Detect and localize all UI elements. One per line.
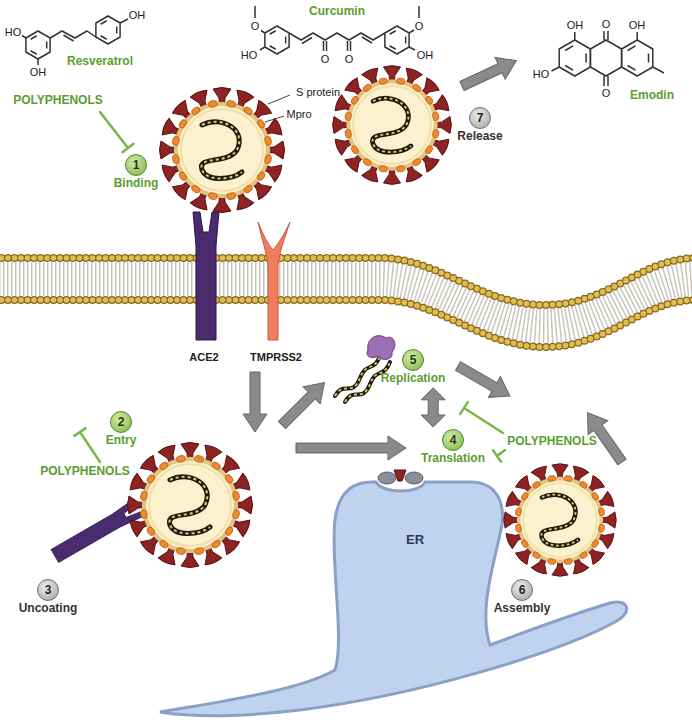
step-label: Uncoating — [19, 602, 78, 616]
atom-label: O — [345, 53, 354, 66]
step-label: Binding — [114, 177, 159, 191]
virion — [128, 443, 253, 568]
compound-name: Resveratrol — [67, 55, 133, 69]
nascent-spike — [394, 470, 406, 481]
atom-label: HO — [5, 26, 22, 39]
atom-label: HO — [241, 49, 258, 62]
part-label: ACE2 — [189, 351, 218, 364]
part-label: S protein — [296, 86, 340, 99]
process-arrow — [421, 388, 445, 427]
callout-number: 2 — [110, 411, 132, 433]
curcumin-structure — [255, 6, 419, 54]
step-label: Replication — [381, 372, 446, 386]
atom-label: OH — [129, 9, 146, 22]
part-label: TMPRSS2 — [250, 351, 302, 364]
atom-label: O — [602, 87, 611, 100]
inhibitor-label: POLYPHENOLS — [507, 435, 597, 449]
step-label: Assembly — [494, 602, 551, 616]
virion — [333, 66, 452, 185]
atom-label: O — [251, 20, 260, 33]
process-arrow — [452, 356, 516, 407]
ribosome — [405, 472, 423, 484]
leader-line — [265, 95, 290, 122]
step-marker: 6Assembly — [494, 579, 551, 616]
step-marker: 1Binding — [114, 154, 159, 191]
step-marker: 5Replication — [381, 349, 446, 386]
callout-number: 5 — [402, 349, 424, 371]
atom-label: OH — [417, 49, 434, 62]
callout-number: 3 — [37, 579, 59, 601]
callout-number: 7 — [469, 107, 491, 129]
atom-label: O — [602, 18, 611, 31]
callout-number: 4 — [442, 429, 464, 451]
step-label: Release — [457, 130, 502, 144]
process-arrow — [457, 50, 522, 97]
atom-label: OH — [567, 19, 584, 32]
inhibitor-label: POLYPHENOLS — [40, 465, 130, 479]
part-label: Mpro — [286, 108, 311, 121]
inhibitor-label: POLYPHENOLS — [13, 94, 103, 108]
atom-label: O — [321, 53, 330, 66]
ace2-receptor — [193, 212, 219, 340]
process-arrow — [274, 374, 333, 433]
atom-label: HO — [533, 68, 550, 81]
step-label: Entry — [106, 434, 137, 448]
emodin-structure — [552, 31, 665, 86]
compound-name: Curcumin — [309, 5, 365, 19]
virion — [504, 464, 617, 577]
ribosome — [378, 472, 396, 484]
process-arrow — [296, 436, 406, 460]
replicase-complex — [367, 336, 395, 360]
step-marker: 3Uncoating — [19, 579, 78, 616]
atom-label: OH — [30, 66, 47, 79]
organelle-label: ER — [406, 533, 424, 548]
cell-membrane — [0, 258, 692, 347]
callout-number: 1 — [125, 154, 147, 176]
inhibition-line — [74, 112, 505, 462]
atom-label: OH — [629, 19, 646, 32]
step-marker: 7Release — [457, 107, 502, 144]
virion — [160, 88, 285, 213]
step-marker: 4Translation — [421, 429, 485, 466]
step-label: Translation — [421, 452, 485, 466]
compound-name: Emodin — [630, 89, 674, 103]
tmprss2-protease — [258, 222, 290, 340]
process-arrow — [243, 372, 267, 432]
step-marker: 2Entry — [106, 411, 137, 448]
callout-number: 6 — [511, 579, 533, 601]
atom-label: O — [415, 20, 424, 33]
